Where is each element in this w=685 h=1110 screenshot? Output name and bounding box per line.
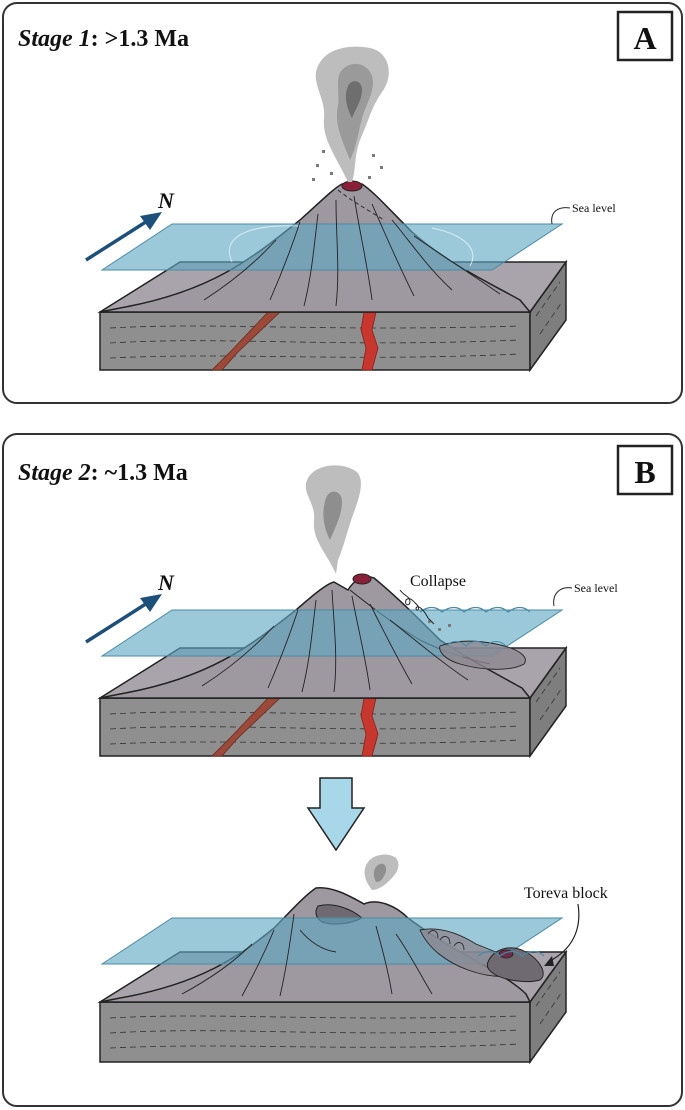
- panel-b-upper-deposit-waves: [445, 641, 507, 647]
- panel-b-upper-waves: [419, 606, 531, 613]
- panel-b-lower-scene: Toreva block: [97, 854, 608, 1065]
- panel-b-collapse-curl: [399, 589, 435, 625]
- panel-a-letter-box: [616, 10, 674, 62]
- panel-a-title: Stage 1: >1.3 Ma: [18, 26, 189, 52]
- panel-a-magma-dike-main: [360, 311, 379, 371]
- panel-b: Stage 2: ~1.3 Ma B: [2, 433, 683, 1107]
- panel-b-lower-plume-inner: [373, 863, 387, 882]
- panel-a-stage-age: : >1.3 Ma: [91, 26, 189, 52]
- down-arrow-icon: [306, 777, 366, 852]
- panel-b-north-arrow-icon: [85, 594, 162, 644]
- panel-b-upper-strata: [109, 667, 563, 745]
- panel-a: Stage 1: >1.3 Ma A: [2, 2, 683, 404]
- panel-b-stage-label: Stage 2: [18, 460, 91, 486]
- panel-b-lower-ravines: [181, 913, 433, 997]
- panel-b-letter-box: [616, 444, 674, 496]
- panel-a-plume-inner: [345, 81, 362, 118]
- panel-a-ripples: [228, 225, 474, 267]
- panel-b-lower-strata: [109, 971, 563, 1049]
- panel-a-plume-middle: [336, 63, 373, 161]
- panel-b-toreva-leader: [547, 903, 580, 963]
- panel-a-strata: [109, 281, 563, 359]
- panel-b-letter: B: [634, 454, 655, 490]
- panel-b-upper-collapse-debris: [428, 620, 451, 631]
- panel-a-sea-level-leader: [551, 207, 571, 225]
- panel-b-upper-ravines: [201, 589, 469, 693]
- panel-a-crater: [341, 180, 363, 192]
- panel-a-sea-plane: [100, 223, 564, 271]
- panel-b-upper-magma-dike-main: [360, 697, 379, 757]
- panel-a-stage-label: Stage 1: [18, 26, 91, 52]
- panel-b-lower-waves: [477, 950, 545, 957]
- panel-b-upper-crater: [352, 573, 372, 585]
- panel-b-collapse-label: Collapse: [410, 573, 466, 590]
- panel-b-title: Stage 2: ~1.3 Ma: [18, 460, 188, 486]
- panel-a-sea-level-label: Sea level: [572, 201, 616, 215]
- panel-b-sea-level-label: Sea level: [574, 581, 618, 595]
- panel-b-stage-age: : ~1.3 Ma: [91, 460, 188, 486]
- panel-a-north-label: N: [157, 188, 175, 213]
- panel-b-toreva-leader-head: [544, 956, 554, 966]
- panel-a-ravines: [203, 189, 501, 307]
- panel-b-upper-plume-inner: [323, 491, 342, 540]
- panel-b-sea-level-leader: [553, 587, 573, 607]
- panel-b-lower-hummocks: [427, 930, 465, 951]
- panel-b-upper-scene: N Sea level Collapse: [85, 465, 618, 759]
- panel-b-toreva-label: Toreva block: [524, 885, 608, 902]
- panel-a-ejecta: [312, 150, 383, 181]
- panel-a-north-arrow-icon: [85, 212, 162, 262]
- panel-b-north-label: N: [157, 570, 175, 595]
- panel-a-letter: A: [633, 20, 656, 56]
